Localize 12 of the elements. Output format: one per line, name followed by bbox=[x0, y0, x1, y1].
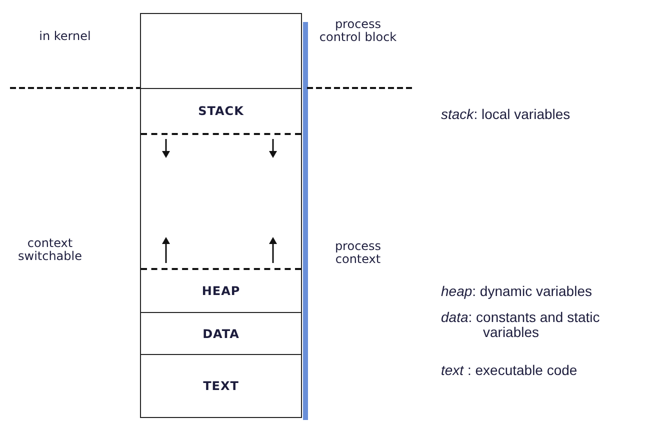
segment-label: TEXT bbox=[203, 379, 239, 393]
side-label: in kernel bbox=[38, 30, 92, 43]
side-label: process control block bbox=[318, 18, 398, 44]
segment-label: DATA bbox=[202, 326, 240, 340]
description-text: heap: dynamic variables bbox=[441, 284, 593, 300]
side-label: context switchable bbox=[17, 237, 83, 262]
description-text: stack: local variables bbox=[441, 107, 572, 122]
description-text: text : executable code bbox=[441, 363, 578, 378]
description-text: data: constants and static variables bbox=[441, 310, 601, 341]
segment-label: HEAP bbox=[202, 284, 240, 298]
side-label: process context bbox=[334, 240, 382, 266]
segment-label: STACK bbox=[198, 104, 244, 118]
